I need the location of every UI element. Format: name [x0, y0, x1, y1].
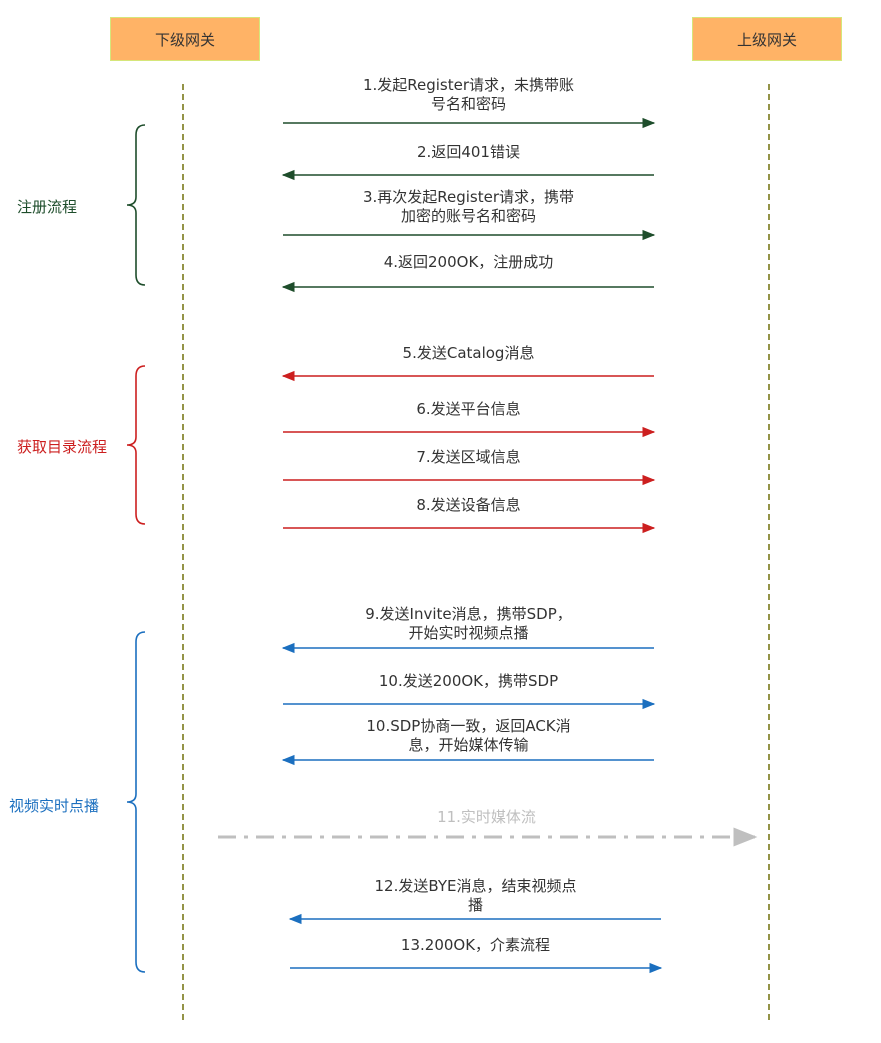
message-label-2: 2.返回401错误 — [417, 143, 520, 161]
message-label-14: 13.200OK，介素流程 — [400, 936, 551, 954]
lower-gateway-header: 下级网关 — [110, 17, 260, 61]
upper-gateway-label: 上级网关 — [736, 30, 797, 49]
message-label-12: 11.实时媒体流 — [437, 808, 536, 826]
phase-label-catalog: 获取目录流程 — [17, 438, 108, 456]
message-label-3: 3.再次发起Register请求，携带 加密的账号名和密码 — [362, 188, 575, 225]
message-label-5: 5.发送Catalog消息 — [402, 344, 535, 362]
phase-label-video: 视频实时点播 — [9, 797, 100, 815]
message-label-4: 4.返回200OK，注册成功 — [383, 253, 554, 271]
phase-brace-1 — [126, 124, 146, 286]
phase-brace-2 — [126, 365, 146, 525]
message-label-13: 12.发送BYE消息，结束视频点 播 — [374, 877, 577, 914]
lower-gateway-label: 下级网关 — [154, 30, 215, 49]
message-label-7: 7.发送区域信息 — [416, 448, 521, 466]
phase-label-register: 注册流程 — [17, 198, 78, 216]
upper-gateway-header: 上级网关 — [692, 17, 842, 61]
message-label-9: 9.发送Invite消息，携带SDP， 开始实时视频点播 — [365, 605, 572, 642]
message-label-6: 6.发送平台信息 — [416, 400, 521, 418]
message-label-10: 10.发送200OK，携带SDP — [378, 672, 559, 690]
message-label-1: 1.发起Register请求，未携带账 号名和密码 — [362, 76, 575, 113]
phase-brace-3 — [126, 631, 146, 973]
message-label-8: 8.发送设备信息 — [416, 496, 521, 514]
message-label-11: 10.SDP协商一致，返回ACK消 息，开始媒体传输 — [366, 717, 571, 754]
